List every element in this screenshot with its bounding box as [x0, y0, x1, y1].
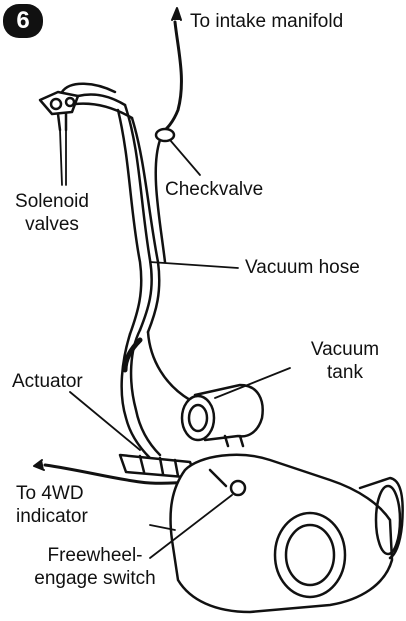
- vacuum-hose-bundle: [118, 105, 190, 458]
- label-solenoid-line2: valves: [2, 213, 102, 236]
- intake-hose: [160, 22, 181, 135]
- transfer-case: [171, 455, 403, 612]
- label-checkvalve: Checkvalve: [165, 178, 263, 201]
- step-number-badge: 6: [3, 4, 43, 38]
- label-switch-line1: Freewheel-: [20, 544, 170, 567]
- solenoid-valves: [40, 84, 132, 130]
- label-freewheel-switch: Freewheel- engage switch: [20, 544, 170, 590]
- label-vacuum-tank-line2: tank: [290, 361, 400, 384]
- label-vacuum-tank: Vacuum tank: [290, 338, 400, 384]
- label-indicator-line2: indicator: [16, 505, 88, 528]
- checkvalve: [156, 129, 174, 141]
- label-indicator-line1: To 4WD: [16, 482, 88, 505]
- label-solenoid-valves: Solenoid valves: [2, 190, 102, 236]
- label-switch-line2: engage switch: [20, 567, 170, 590]
- label-actuator: Actuator: [12, 370, 83, 393]
- label-solenoid-line1: Solenoid: [2, 190, 102, 213]
- label-4wd-indicator: To 4WD indicator: [16, 482, 88, 528]
- label-vacuum-tank-line1: Vacuum: [290, 338, 400, 361]
- label-vacuum-hose: Vacuum hose: [245, 256, 360, 279]
- label-intake-manifold: To intake manifold: [190, 10, 343, 33]
